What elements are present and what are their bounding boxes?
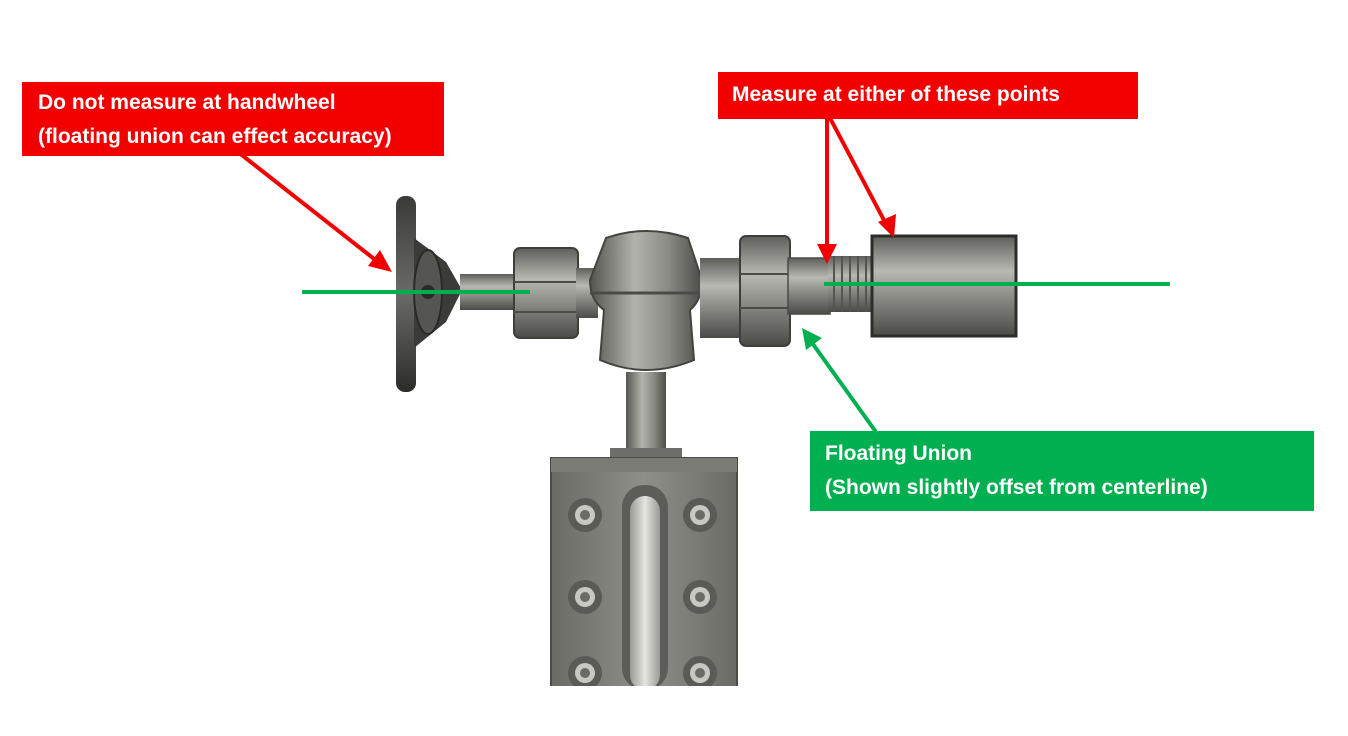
measure-point-arrow bbox=[817, 118, 837, 264]
callout-text: Floating Union bbox=[825, 442, 972, 465]
callout-text: Measure at either of these points bbox=[732, 83, 1060, 106]
measure-point-arrow bbox=[828, 117, 896, 238]
gauge-block bbox=[545, 457, 745, 698]
union-tailpiece bbox=[787, 257, 831, 315]
handwheel-warning-arrow bbox=[236, 150, 392, 272]
measure-points-callout: Measure at either of these points bbox=[718, 72, 1138, 119]
lower-stem bbox=[626, 372, 666, 458]
union-nut bbox=[739, 235, 791, 347]
handwheel-warning-callout: Do not measure at handwheel (floating un… bbox=[22, 82, 444, 156]
callout-text: (Shown slightly offset from centerline) bbox=[825, 476, 1208, 499]
block-bolt bbox=[568, 498, 717, 690]
floating-union-callout: Floating Union (Shown slightly offset fr… bbox=[810, 431, 1314, 511]
body-outlet bbox=[700, 258, 742, 338]
callout-text: Do not measure at handwheel bbox=[38, 91, 336, 114]
valve-body bbox=[588, 230, 704, 371]
callout-text: (floating union can effect accuracy) bbox=[38, 125, 392, 148]
floating-union-arrow bbox=[802, 328, 878, 434]
